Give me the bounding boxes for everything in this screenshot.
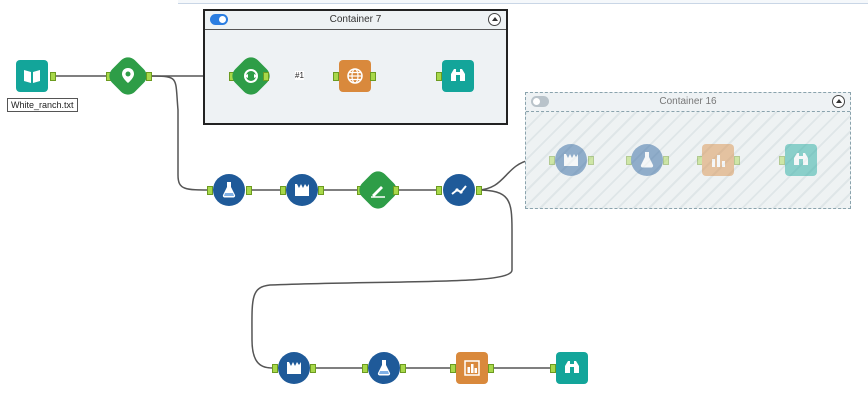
binoculars-icon bbox=[451, 69, 465, 81]
output-anchor[interactable] bbox=[310, 364, 316, 373]
input-anchor[interactable] bbox=[333, 72, 339, 81]
input-anchor[interactable] bbox=[436, 72, 442, 81]
input-anchor[interactable] bbox=[272, 364, 278, 373]
report-icon bbox=[464, 360, 480, 376]
summarize-icon bbox=[287, 362, 301, 374]
output-anchor[interactable] bbox=[734, 156, 740, 165]
input-anchor[interactable] bbox=[280, 186, 286, 195]
circle-arrows-icon bbox=[244, 69, 258, 83]
join-tool[interactable] bbox=[443, 174, 475, 206]
output-anchor[interactable] bbox=[318, 186, 324, 195]
spatial-process-tool[interactable] bbox=[355, 167, 401, 213]
output-anchor[interactable] bbox=[488, 364, 494, 373]
browse-tool[interactable] bbox=[442, 60, 474, 92]
output-anchor[interactable] bbox=[246, 186, 252, 195]
input-anchor[interactable] bbox=[436, 186, 442, 195]
summarize-tool[interactable] bbox=[278, 352, 310, 384]
map-pin-icon bbox=[122, 68, 134, 83]
connection-label: #1 bbox=[295, 71, 304, 80]
output-anchor[interactable] bbox=[370, 72, 376, 81]
output-anchor[interactable] bbox=[263, 72, 269, 81]
input-anchor[interactable] bbox=[549, 156, 555, 165]
container-7-collapse-icon[interactable] bbox=[488, 13, 501, 26]
input-anchor[interactable] bbox=[779, 156, 785, 165]
summarize-icon bbox=[295, 184, 309, 196]
input-tool-caption: White_ranch.txt bbox=[7, 98, 78, 112]
container-7-header[interactable]: Container 7 bbox=[205, 11, 506, 30]
flask-icon bbox=[640, 152, 654, 168]
container-16-collapse-icon[interactable] bbox=[832, 95, 845, 108]
binoculars-icon bbox=[565, 361, 579, 373]
formula-tool[interactable] bbox=[631, 144, 663, 176]
chart-tool[interactable] bbox=[702, 144, 734, 176]
container-7-toggle[interactable] bbox=[210, 14, 228, 25]
input-anchor[interactable] bbox=[207, 186, 213, 195]
bar-chart-icon bbox=[712, 155, 725, 167]
line-chart-icon bbox=[451, 185, 467, 195]
trade-area-tool[interactable] bbox=[228, 53, 274, 99]
pencil-line-icon bbox=[371, 186, 385, 198]
output-anchor[interactable] bbox=[393, 186, 399, 195]
summarize-icon bbox=[564, 154, 578, 166]
summarize-tool[interactable] bbox=[555, 144, 587, 176]
flask-icon bbox=[377, 360, 391, 376]
output-anchor[interactable] bbox=[50, 72, 56, 81]
binoculars-icon bbox=[794, 153, 808, 165]
flask-icon bbox=[222, 182, 236, 198]
container-16-header[interactable]: Container 16 bbox=[526, 93, 850, 112]
output-anchor[interactable] bbox=[400, 364, 406, 373]
output-anchor[interactable] bbox=[663, 156, 669, 165]
output-anchor[interactable] bbox=[476, 186, 482, 195]
summarize-tool[interactable] bbox=[286, 174, 318, 206]
globe-icon bbox=[347, 68, 363, 84]
canvas-top-edge bbox=[178, 0, 868, 4]
input-anchor[interactable] bbox=[626, 156, 632, 165]
web-tool[interactable] bbox=[339, 60, 371, 92]
input-anchor[interactable] bbox=[450, 364, 456, 373]
book-icon bbox=[24, 70, 40, 83]
browse-tool[interactable] bbox=[556, 352, 588, 384]
input-anchor[interactable] bbox=[362, 364, 368, 373]
report-tool[interactable] bbox=[456, 352, 488, 384]
output-anchor[interactable] bbox=[146, 72, 152, 81]
input-anchor[interactable] bbox=[697, 156, 703, 165]
connection bbox=[147, 75, 213, 191]
input-anchor[interactable] bbox=[550, 364, 556, 373]
container-16-toggle[interactable] bbox=[531, 96, 549, 107]
container-7-title: Container 7 bbox=[329, 14, 382, 25]
input-data-tool[interactable] bbox=[16, 60, 48, 92]
container-16-title: Container 16 bbox=[659, 96, 717, 107]
formula-tool[interactable] bbox=[368, 352, 400, 384]
connection bbox=[251, 189, 513, 369]
formula-tool[interactable] bbox=[213, 174, 245, 206]
output-anchor[interactable] bbox=[588, 156, 594, 165]
browse-tool[interactable] bbox=[785, 144, 817, 176]
container-16[interactable]: Container 16 bbox=[525, 92, 851, 209]
spatial-tool[interactable] bbox=[105, 53, 151, 99]
